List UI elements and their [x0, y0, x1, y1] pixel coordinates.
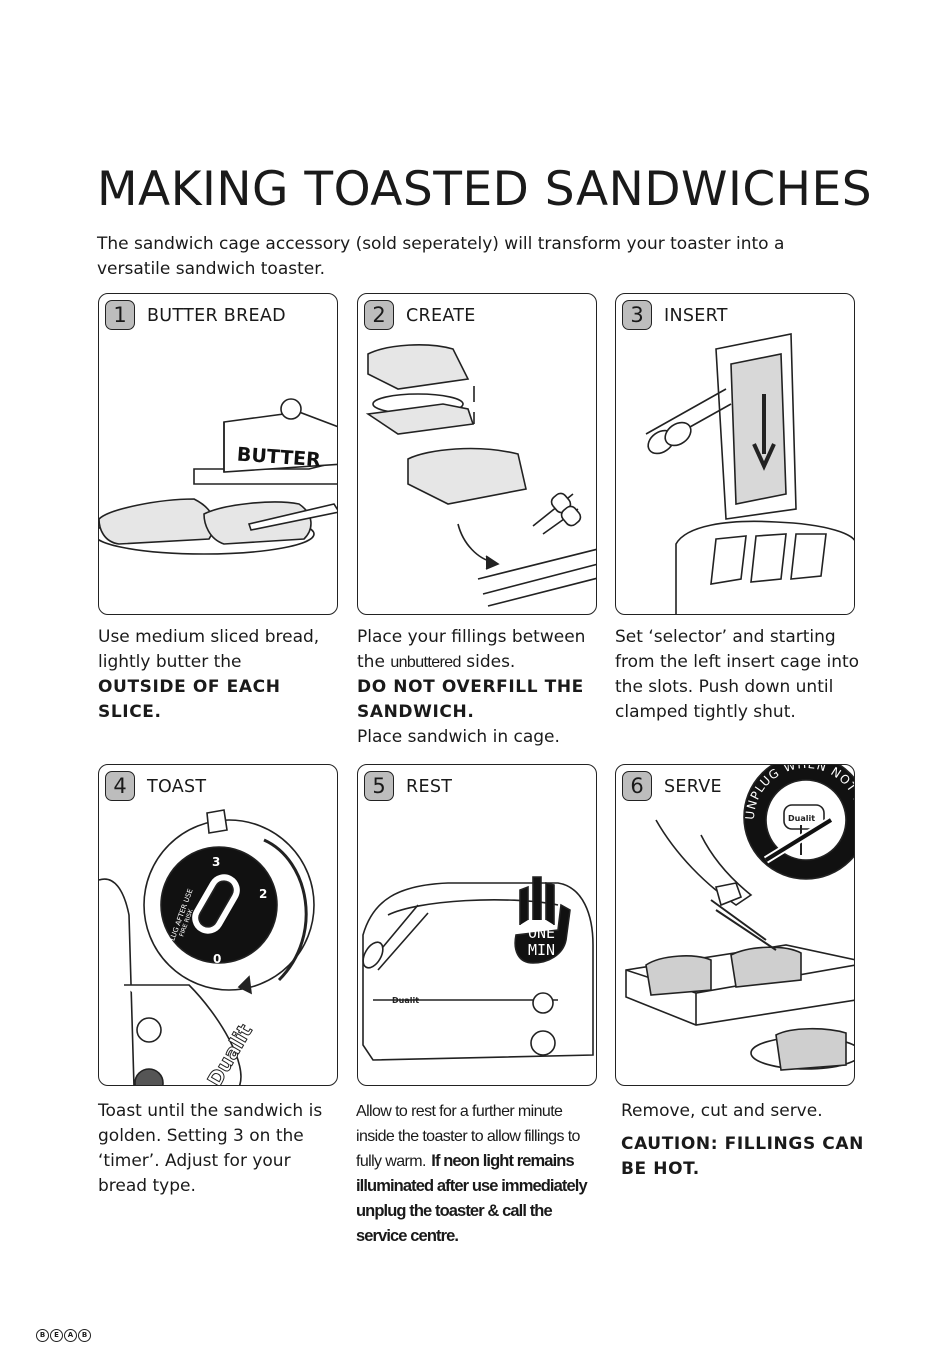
step-3-description: Set ‘selector’ and starting from the lef… — [615, 625, 860, 725]
create-sandwich-illustration — [365, 344, 596, 607]
step-3-text: Set ‘selector’ and starting from the lef… — [615, 627, 860, 722]
step-5-panel: 5 REST Dualit ONE MIN — [357, 764, 597, 1086]
footer-logo-letter-2: E — [50, 1329, 63, 1342]
step-1-warning: OUTSIDE OF EACH SLICE. — [98, 677, 281, 722]
step-5-warning: If neon light remains illuminated after … — [356, 1152, 588, 1245]
step-1-number: 1 — [105, 300, 135, 330]
insert-cage-illustration — [645, 333, 854, 614]
one-min-line1: ONE — [528, 924, 555, 942]
step-5-description: Allow to rest for a further minute insid… — [356, 1099, 601, 1249]
step-1-panel: 1 BUTTER BREAD BUTTER — [98, 293, 338, 615]
step-2-number: 2 — [364, 300, 394, 330]
footer-logo-letter-1: B — [36, 1329, 49, 1342]
step-1-description: Use medium sliced bread, lightly butter … — [98, 625, 343, 725]
one-min-line2: MIN — [528, 941, 555, 959]
step-4-text: Toast until the sandwich is golden. Sett… — [98, 1101, 323, 1196]
step-2-unbuttered: unbuttered — [390, 654, 461, 671]
footer-logo-letter-3: A — [64, 1329, 77, 1342]
step-6-caution: CAUTION: FILLINGS CAN BE HOT. — [621, 1134, 864, 1179]
dial-number-0: 0 — [213, 952, 221, 966]
toast-dial-illustration: 3 2 0 UNPLUG AFTER USE FIRE RISK Dualit — [99, 809, 315, 1085]
step-3-number: 3 — [622, 300, 652, 330]
dial-number-3: 3 — [212, 855, 220, 869]
footer-logo-letter-4: B — [78, 1329, 91, 1342]
step-6-number: 6 — [622, 771, 652, 801]
step-2-panel: 2 CREATE — [357, 293, 597, 615]
intro-text: The sandwich cage accessory (sold sepera… — [97, 234, 785, 279]
step-5-text: Allow to rest for a further minute insid… — [356, 1103, 580, 1170]
footer-logo: B E A B — [36, 1329, 91, 1342]
step-2-warning: DO NOT OVERFILL THE SANDWICH. — [357, 677, 584, 722]
step-5-number: 5 — [364, 771, 394, 801]
step-5-title: REST — [406, 777, 453, 797]
step-4-title: TOAST — [147, 777, 207, 797]
serve-sandwich-illustration: UNPLUG WHEN NOT IN USE Dualit — [616, 765, 854, 1071]
step-4-number: 4 — [105, 771, 135, 801]
step-6-brand: Dualit — [788, 814, 815, 823]
step-1-title: BUTTER BREAD — [147, 306, 286, 326]
step-6-text: Remove, cut and serve. — [621, 1101, 823, 1121]
step-2-text-c: sides. — [466, 652, 516, 672]
step-2-description: Place your fillings between the unbutter… — [357, 625, 602, 750]
step-2-text-a: Place your fillings between the — [357, 627, 586, 672]
step-5-brand: Dualit — [392, 996, 419, 1005]
rest-toaster-illustration: Dualit ONE MIN — [362, 876, 594, 1061]
dial-number-2: 2 — [259, 887, 267, 901]
page-title: MAKING TOASTED SANDWICHES — [97, 162, 873, 217]
step-4-panel: 4 TOAST 3 2 0 UNPLUG AFTER USE FIRE RISK… — [98, 764, 338, 1086]
butter-bread-illustration: BUTTER — [99, 398, 337, 555]
step-6-panel: 6 SERVE UNPLUG WHEN NOT IN USE Dualit — [615, 764, 855, 1086]
step-2-text-d: Place sandwich in cage. — [357, 727, 560, 747]
step-3-panel: 3 INSERT — [615, 293, 855, 615]
step-6-title: SERVE — [664, 777, 722, 797]
step-3-title: INSERT — [664, 306, 728, 326]
step-4-description: Toast until the sandwich is golden. Sett… — [98, 1099, 343, 1199]
step-1-text: Use medium sliced bread, lightly butter … — [98, 627, 320, 672]
step-6-description: Remove, cut and serve. CAUTION: FILLINGS… — [621, 1099, 866, 1182]
step-2-title: CREATE — [406, 306, 476, 326]
